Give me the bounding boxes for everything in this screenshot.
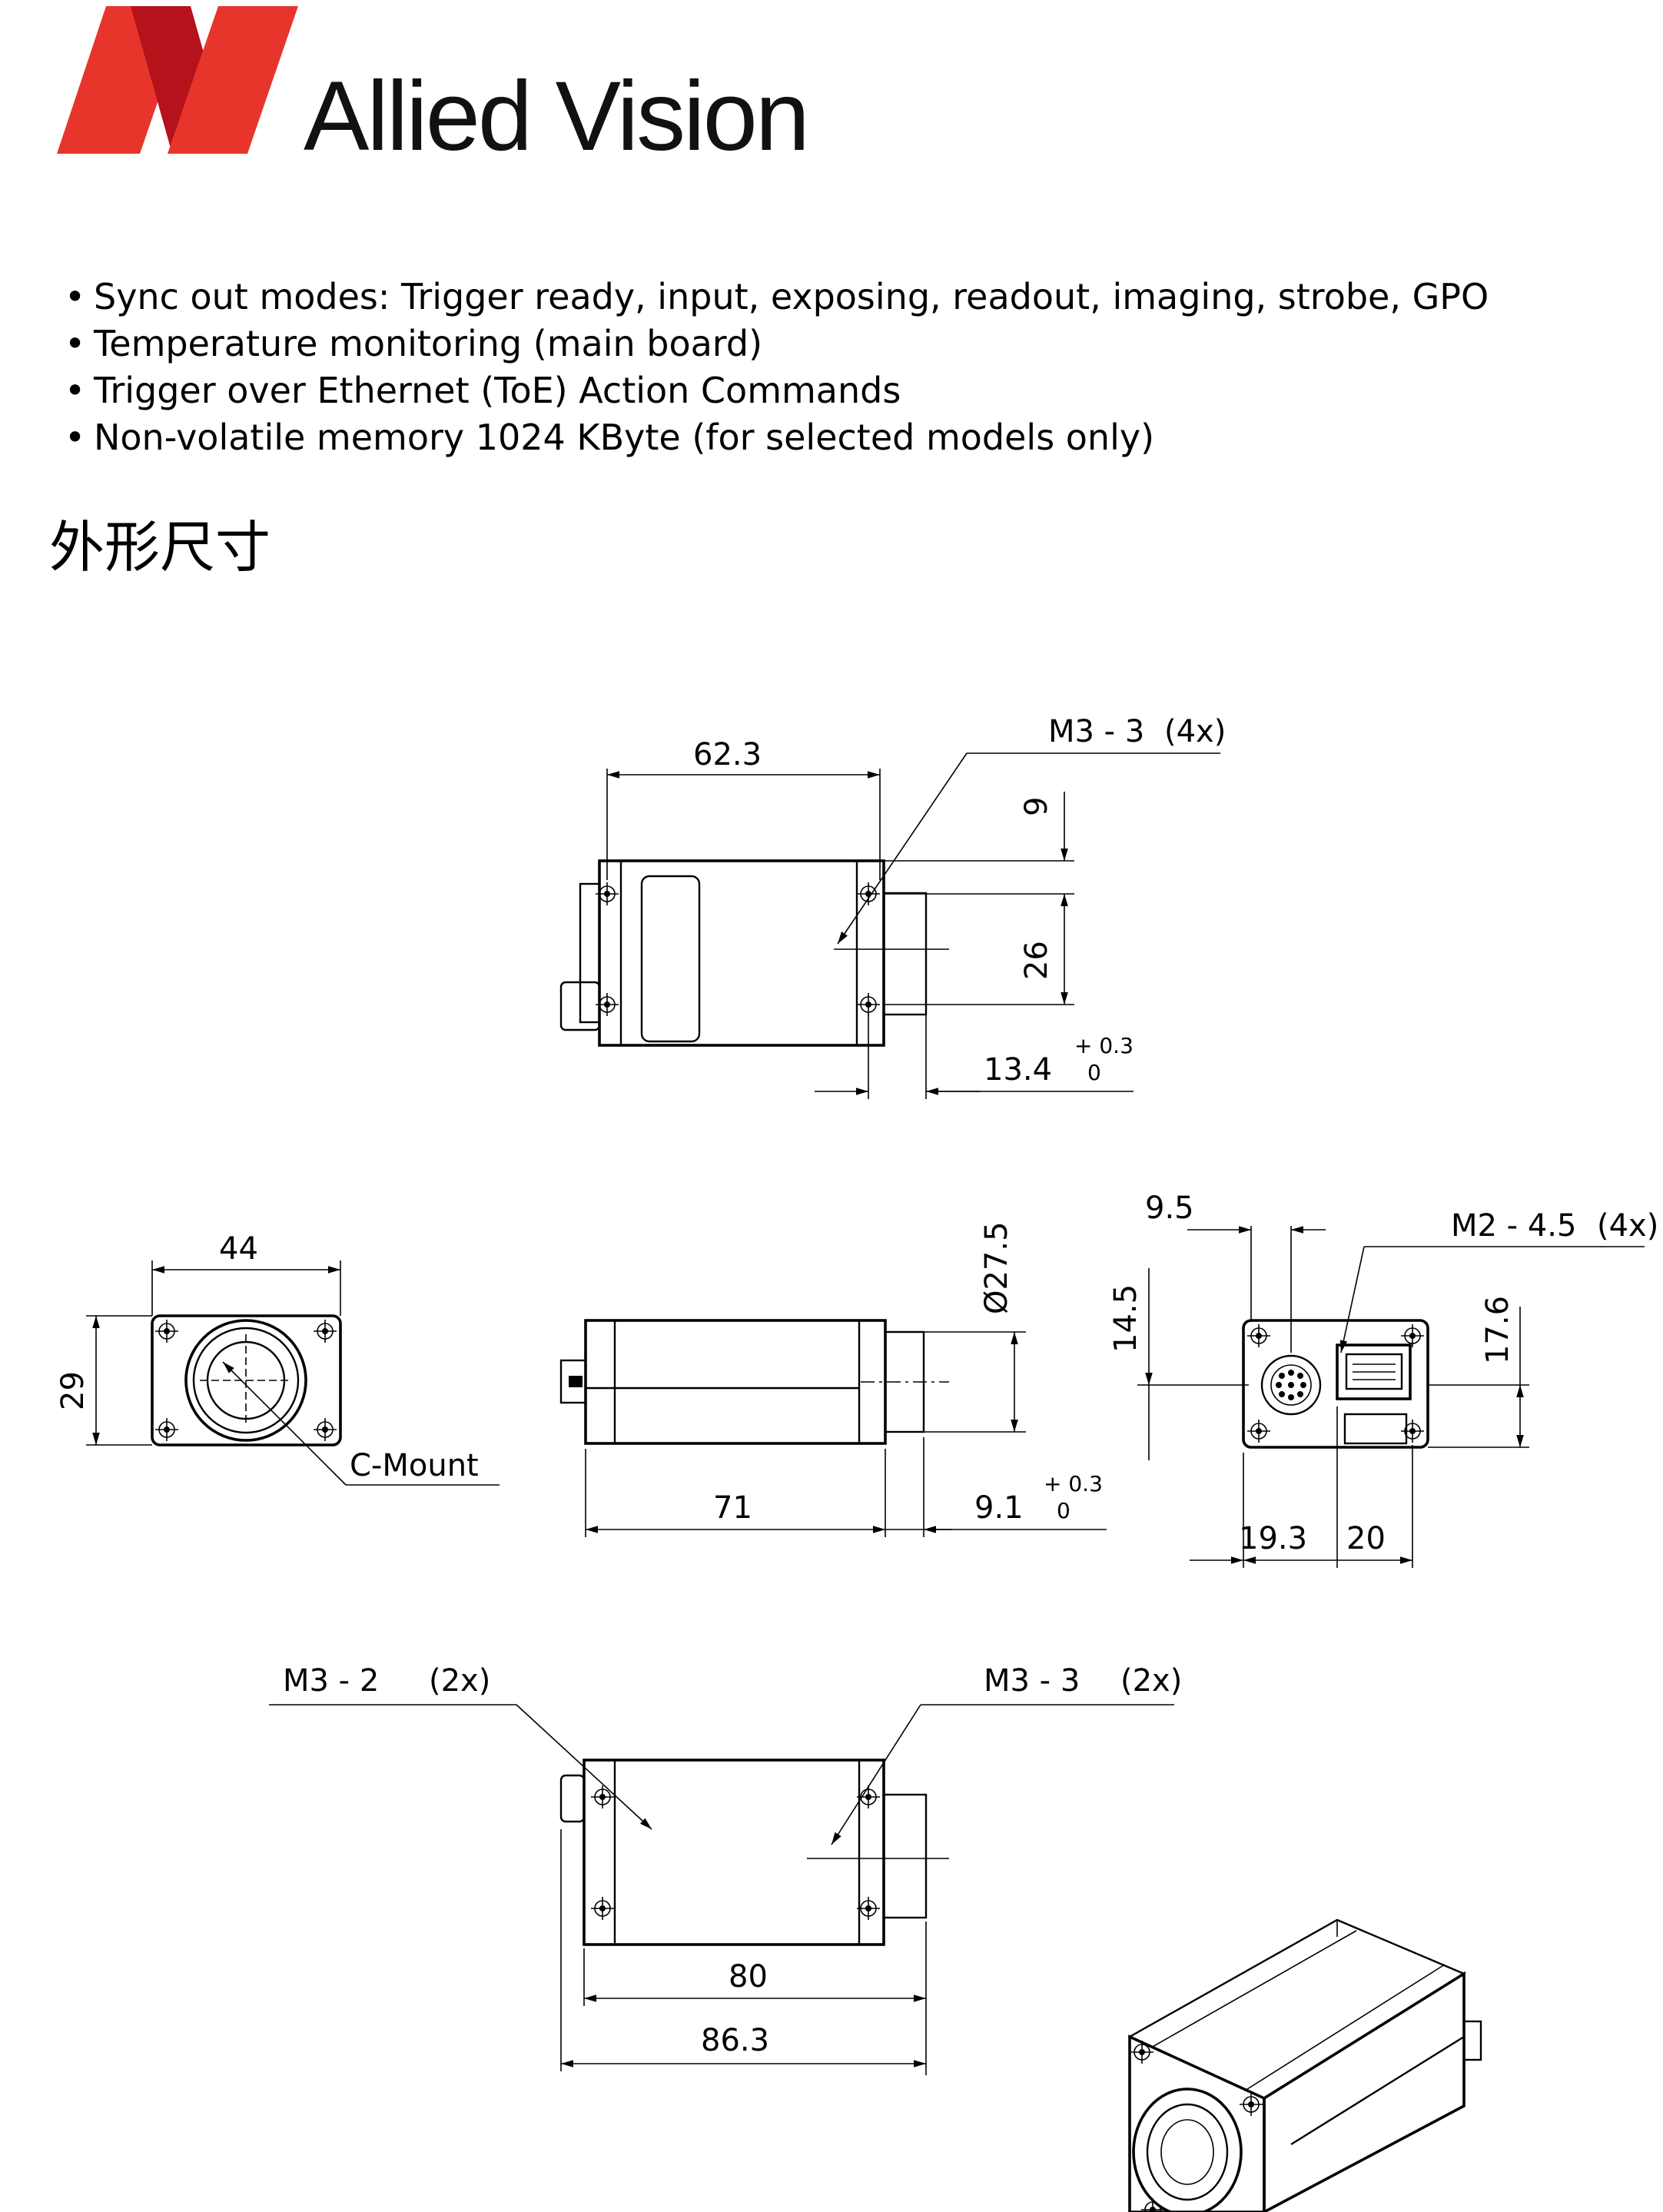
callout-m3-2-count: (2x): [429, 1663, 490, 1699]
back-view: 9.5 M2 - 4.5 (4x) 14.5 17.6 19.3 20: [1108, 1191, 1658, 1568]
dim-26: 26: [1019, 941, 1054, 980]
dim-62-3: 62.3: [693, 737, 762, 772]
dim-86-3: 86.3: [701, 2023, 769, 2058]
tolerance-plus: + 0.3: [1044, 1471, 1103, 1496]
brand-name: Allied Vision: [304, 61, 810, 171]
feature-list: Sync out modes: Trigger ready, input, ex…: [65, 274, 1489, 461]
dim-9-1: 9.1: [974, 1490, 1024, 1526]
side-view: Ø27.5 71 9.1 + 0.3 0: [559, 1221, 1107, 1537]
allied-vision-logo: [57, 6, 298, 154]
dim-14-5: 14.5: [1108, 1284, 1144, 1353]
c-mount-label: C-Mount: [350, 1448, 479, 1483]
dim-19-3: 19.3: [1239, 1521, 1307, 1556]
tolerance-plus: + 0.3: [1074, 1033, 1134, 1058]
callout-m3-2: M3 - 2: [283, 1663, 379, 1699]
callout-m2-count: (4x): [1597, 1208, 1658, 1244]
front-view: 44 29 C-Mount: [55, 1231, 500, 1486]
feature-item: Non-volatile memory 1024 KByte (for sele…: [65, 414, 1489, 461]
dim-17-6: 17.6: [1480, 1296, 1515, 1364]
section-title-dimensions: 外形尺寸: [49, 515, 271, 580]
feature-item: Trigger over Ethernet (ToE) Action Comma…: [65, 367, 1489, 414]
tolerance-zero: 0: [1087, 1060, 1101, 1085]
callout-m3-3: M3 - 3: [984, 1663, 1080, 1699]
callout-m3-3-count: (4x): [1164, 714, 1226, 749]
callout-m3-3: M3 - 3: [1048, 714, 1144, 749]
bottom-view: M3 - 2 (2x) M3 - 3 (2x) 80 86.3: [269, 1663, 1182, 2075]
feature-item: Sync out modes: Trigger ready, input, ex…: [65, 274, 1489, 321]
callout-m2-4-5: M2 - 4.5: [1451, 1208, 1576, 1244]
camera-isometric-illustration: [1127, 1918, 1482, 2212]
dim-13-4: 13.4: [984, 1052, 1052, 1088]
dim-diameter-27-5: Ø27.5: [979, 1221, 1014, 1314]
tolerance-zero: 0: [1057, 1498, 1070, 1523]
top-view: 62.3 M3 - 3 (4x) 9 26 13.4 + 0.3 0: [559, 714, 1226, 1099]
callout-m3-3-count: (2x): [1120, 1663, 1182, 1699]
dim-9: 9: [1019, 797, 1054, 816]
dim-9-5: 9.5: [1145, 1191, 1194, 1226]
dim-71: 71: [713, 1490, 752, 1526]
dim-29: 29: [55, 1371, 91, 1410]
dim-80: 80: [729, 1959, 768, 1994]
dim-20: 20: [1346, 1521, 1386, 1556]
feature-item: Temperature monitoring (main board): [65, 321, 1489, 367]
dim-44: 44: [219, 1231, 258, 1267]
